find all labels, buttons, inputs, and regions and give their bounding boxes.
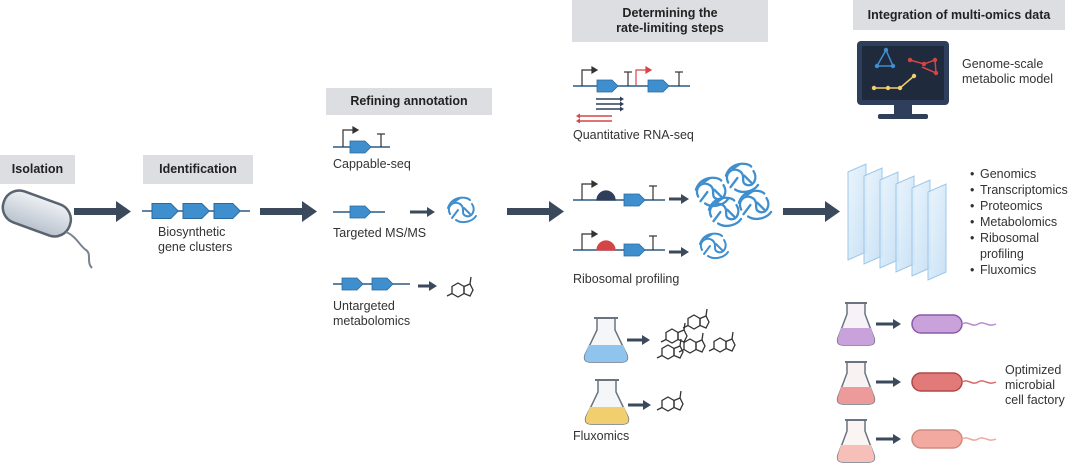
gene-cluster-icon xyxy=(142,203,250,219)
gene-arrow-icon xyxy=(349,140,372,154)
ribosome-construct-1 xyxy=(573,179,665,201)
label-targeted-msms: Targeted MS/MS xyxy=(333,226,427,240)
label-rnaseq: Quantitative RNA-seq xyxy=(573,128,694,142)
flask-icon-yellow xyxy=(584,379,630,425)
label-fluxomics: Fluxomics xyxy=(573,429,630,443)
molecule-cluster xyxy=(656,308,736,360)
cell-factory-row-2 xyxy=(836,361,997,405)
omics-item-transcriptomics: Transcriptomics xyxy=(970,182,1068,198)
omics-item-ribosomal: Ribosomal xyxy=(970,230,1068,246)
label-untargeted-2: metabolomics xyxy=(333,314,411,328)
label-factory-2: microbial xyxy=(1005,378,1056,392)
workflow-arrows xyxy=(74,201,840,222)
header-rate-line2: rate-limiting steps xyxy=(616,21,724,35)
cell-factory-row-3 xyxy=(836,419,997,463)
header-integration: Integration of multi-omics data xyxy=(853,0,1065,30)
omics-item-profiling: profiling xyxy=(980,247,1024,261)
protein-cluster-large xyxy=(694,162,773,228)
cell-factory-row-1 xyxy=(836,302,997,346)
label-factory-3: cell factory xyxy=(1005,393,1065,407)
bacterium-icon xyxy=(1,189,93,269)
omics-item-metabolomics: Metabolomics xyxy=(970,214,1068,230)
label-untargeted-1: Untargeted xyxy=(333,299,395,313)
flask-icon-blue xyxy=(583,317,629,363)
ribosome-construct-2 xyxy=(573,229,665,251)
monitor-icon xyxy=(857,41,949,119)
header-identification: Identification xyxy=(143,155,253,184)
label-ribosomal-profiling: Ribosomal profiling xyxy=(573,272,680,286)
label-gsm-1: Genome-scale xyxy=(962,57,1044,71)
omics-item-genomics: Genomics xyxy=(970,166,1068,182)
label-bgc-2: gene clusters xyxy=(158,240,233,254)
header-refining-annotation: Refining annotation xyxy=(326,88,492,115)
label-gsm-2: metabolic model xyxy=(962,72,1054,86)
omics-item-proteomics: Proteomics xyxy=(970,198,1068,214)
omics-item-fluxomics: Fluxomics xyxy=(970,262,1068,278)
header-rate-limiting: Determining the rate-limiting steps xyxy=(572,0,768,42)
label-bgc-1: Biosynthetic xyxy=(158,225,226,239)
omics-list: Genomics Transcriptomics Proteomics Meta… xyxy=(970,166,1068,278)
label-factory-1: Optimized xyxy=(1005,363,1062,377)
protein-icon xyxy=(447,196,477,224)
header-rate-line1: Determining the xyxy=(622,6,718,20)
header-isolation: Isolation xyxy=(0,155,75,184)
molecule-icon xyxy=(446,276,474,298)
label-cappable-seq: Cappable-seq xyxy=(333,157,411,171)
rnaseq-construct xyxy=(573,65,690,124)
omics-layers-icon xyxy=(847,163,947,281)
